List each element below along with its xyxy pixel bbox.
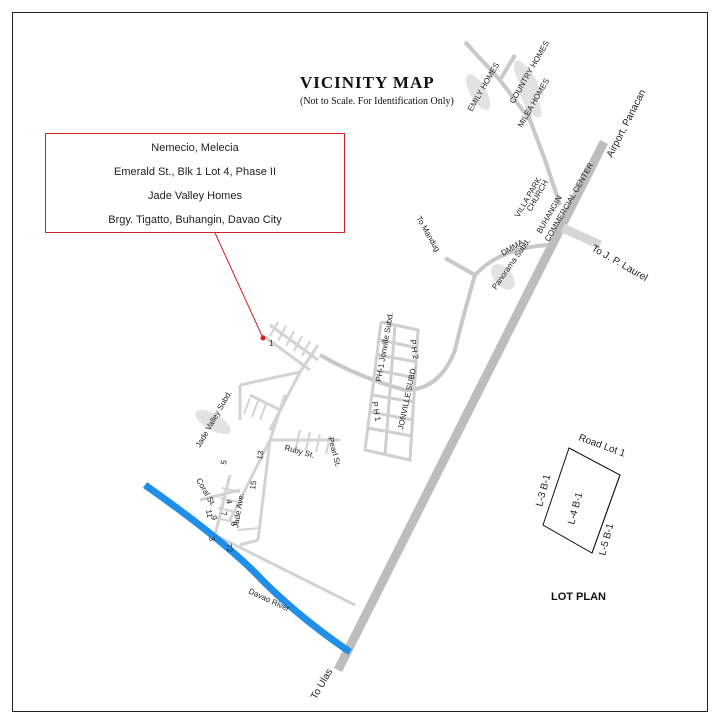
owner-info-box: Nemecio, Melecia Emerald St., Blk 1 Lot … (45, 133, 345, 233)
map-subtitle: (Not to Scale. For Identification Only) (300, 96, 454, 107)
jp-laurel-road (561, 223, 602, 250)
lot-number-11: 11 (204, 509, 214, 519)
lot-pointer-line (214, 232, 264, 339)
panorama-area (491, 264, 515, 290)
emily-homes-area (465, 74, 491, 110)
jade-valley-roads (199, 323, 356, 607)
lot-plan-title: LOT PLAN (551, 591, 606, 603)
map-frame (12, 12, 708, 712)
label-to-ulas: To Ulas (309, 667, 335, 701)
lot-number-9: 9 (209, 515, 219, 521)
lot-lines (215, 321, 331, 531)
lot-plan: Road Lot 1 L-3 B-1 L-4 B-1 L-5 B-1 LOT P… (534, 432, 627, 603)
label-ruby-st: Ruby St. (283, 443, 315, 460)
owner-address: Emerald St., Blk 1 Lot 4, Phase II (113, 166, 277, 178)
lot-number-72: 72 (224, 543, 235, 554)
owner-barangay: Brgy. Tigatto, Buhangin, Davao City (108, 214, 282, 226)
lot-number-5: 5 (219, 459, 229, 465)
label-to-mandug: To Mandug (414, 215, 442, 254)
label-to-jp-laurel: To J. P. Laurel (590, 243, 650, 284)
lot-number-15: 15 (248, 479, 259, 490)
map-title: VICINITY MAP (300, 73, 435, 92)
owner-subdivision: Jade Valley Homes (148, 190, 242, 202)
label-coral-st: Coral St. (194, 477, 217, 508)
lot-number-6: 6 (229, 521, 239, 527)
label-airport-panacan: Airport, Panacan (605, 88, 649, 159)
jonville-grid (363, 320, 420, 462)
label-ph1: P H 1 (370, 401, 382, 423)
milea-homes-area (518, 82, 542, 118)
lot-marker (260, 335, 266, 341)
owner-name: Nemecio, Melecia (151, 142, 239, 154)
main-highway (333, 139, 609, 673)
label-ph2: P H 2 (408, 339, 420, 361)
label-pearl-st: Pearl St. (326, 436, 343, 468)
davao-river (142, 482, 352, 655)
lot-plan-road-lot: Road Lot 1 (577, 432, 627, 459)
mandug-road (319, 243, 549, 393)
lot-number-4: 4 (224, 499, 234, 505)
lot-number-1: 1 (269, 339, 274, 348)
lot-number-13: 13 (255, 449, 266, 460)
country-homes-area (514, 60, 540, 100)
lot-number-7: 7 (219, 511, 229, 517)
jade-valley-area (195, 409, 231, 435)
lot-number-3: 3 (207, 536, 217, 542)
